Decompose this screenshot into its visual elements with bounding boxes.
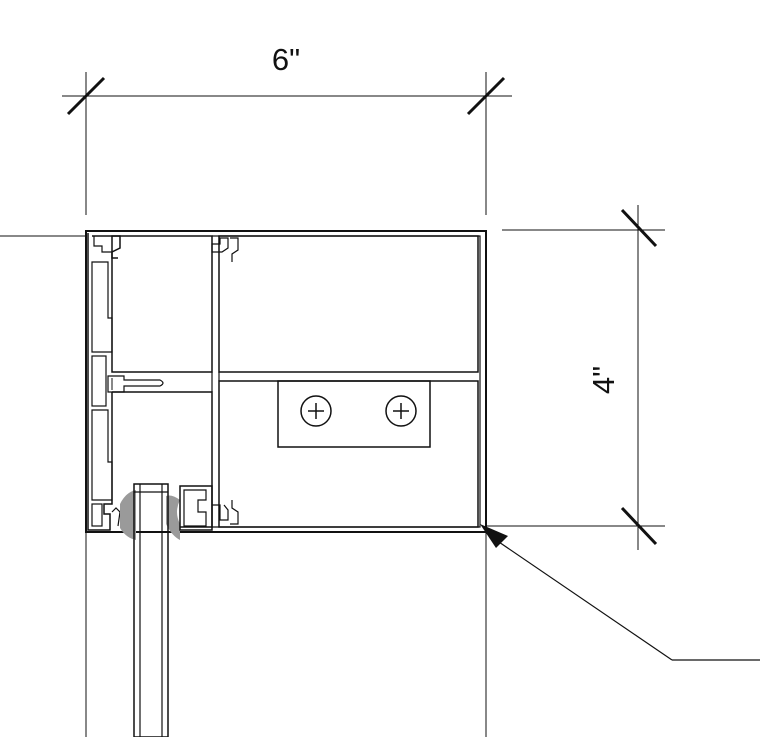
screw-fastener-left [300,395,332,427]
screw-plate [277,380,431,448]
screw-fastener-right [385,395,417,427]
pressure-plate [179,485,213,531]
height-dimension: 4" [486,205,665,550]
gasket [120,490,180,540]
height-tick-top [620,208,658,248]
leader-arrow [480,524,760,661]
width-tick-right [466,76,506,116]
width-dimension-label: 6" [272,42,300,77]
width-tick-left [66,76,106,116]
height-tick-bottom [620,506,658,546]
reference-lines [0,235,487,737]
anchor-clip [107,375,164,393]
glazing-panel [133,483,169,737]
face-cover [87,233,121,531]
width-dimension: 6" [62,42,512,215]
height-dimension-label: 4" [586,366,621,394]
